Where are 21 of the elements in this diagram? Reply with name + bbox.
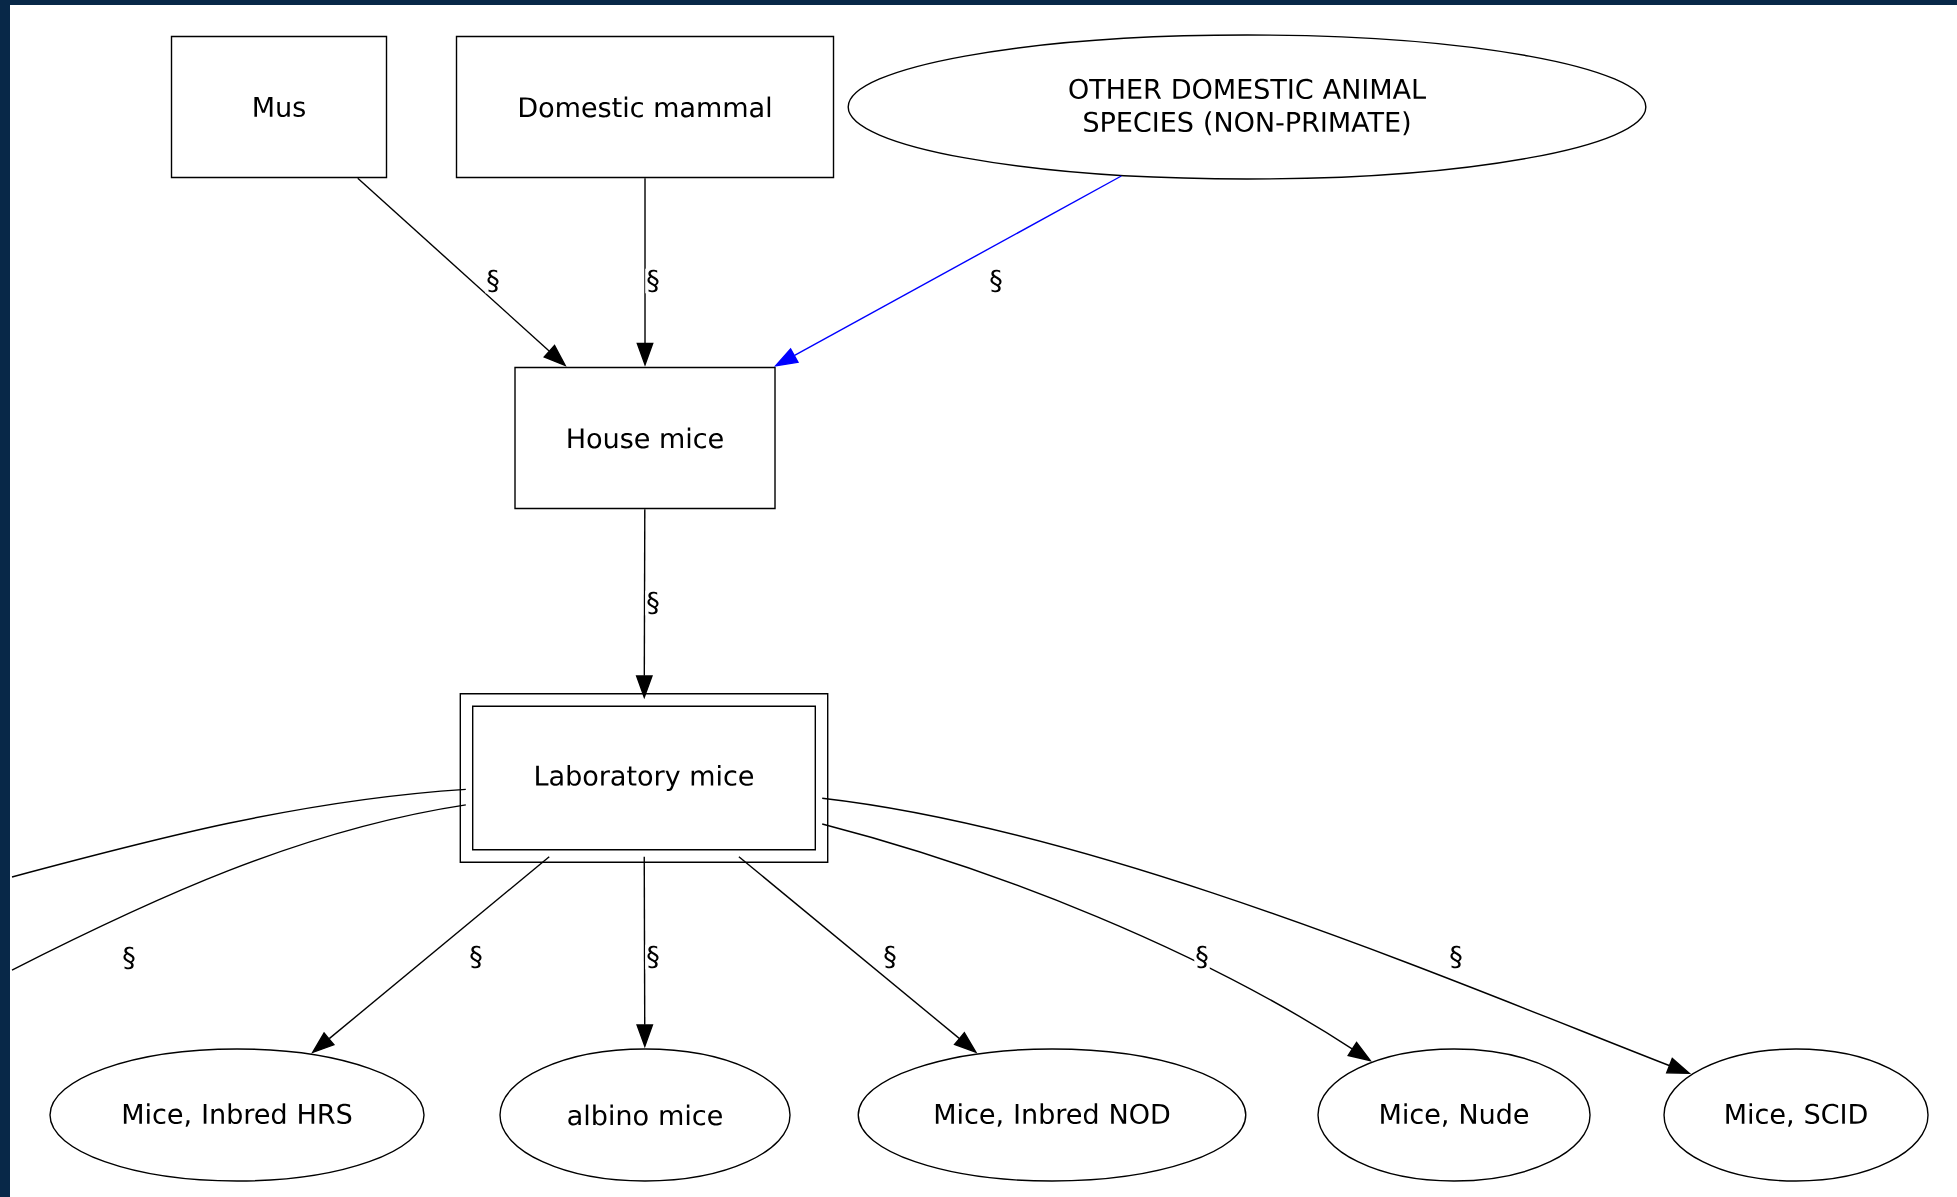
edge-label: §: [645, 590, 661, 616]
ellipse-node: Mice, Inbred NOD: [857, 1048, 1247, 1182]
edge-label: §: [882, 944, 898, 970]
edge-label: §: [988, 268, 1004, 294]
edge-label: §: [1194, 944, 1210, 970]
ellipse-node: Mice, Nude: [1317, 1048, 1591, 1182]
double-box: Laboratory mice: [459, 693, 829, 863]
edge-label: §: [645, 944, 661, 970]
ellipse-node: Mice, Inbred HRS: [49, 1048, 425, 1182]
ellipse-node: albino mice: [499, 1048, 791, 1182]
edge-label: §: [645, 268, 661, 294]
process-box: House mice: [514, 366, 776, 510]
edge-label: §: [468, 944, 484, 970]
ellipse-node: OTHER DOMESTIC ANIMAL SPECIES (NON-PRIMATE): [847, 34, 1647, 180]
edge-label: §: [485, 268, 501, 294]
process-box: Domestic mammal: [455, 35, 835, 179]
edge-label: §: [121, 945, 137, 971]
process-box: Mus: [170, 35, 388, 179]
arrow: [311, 856, 550, 1054]
edge-label: §: [1448, 944, 1464, 970]
ellipse-node: Mice, SCID: [1663, 1048, 1929, 1182]
